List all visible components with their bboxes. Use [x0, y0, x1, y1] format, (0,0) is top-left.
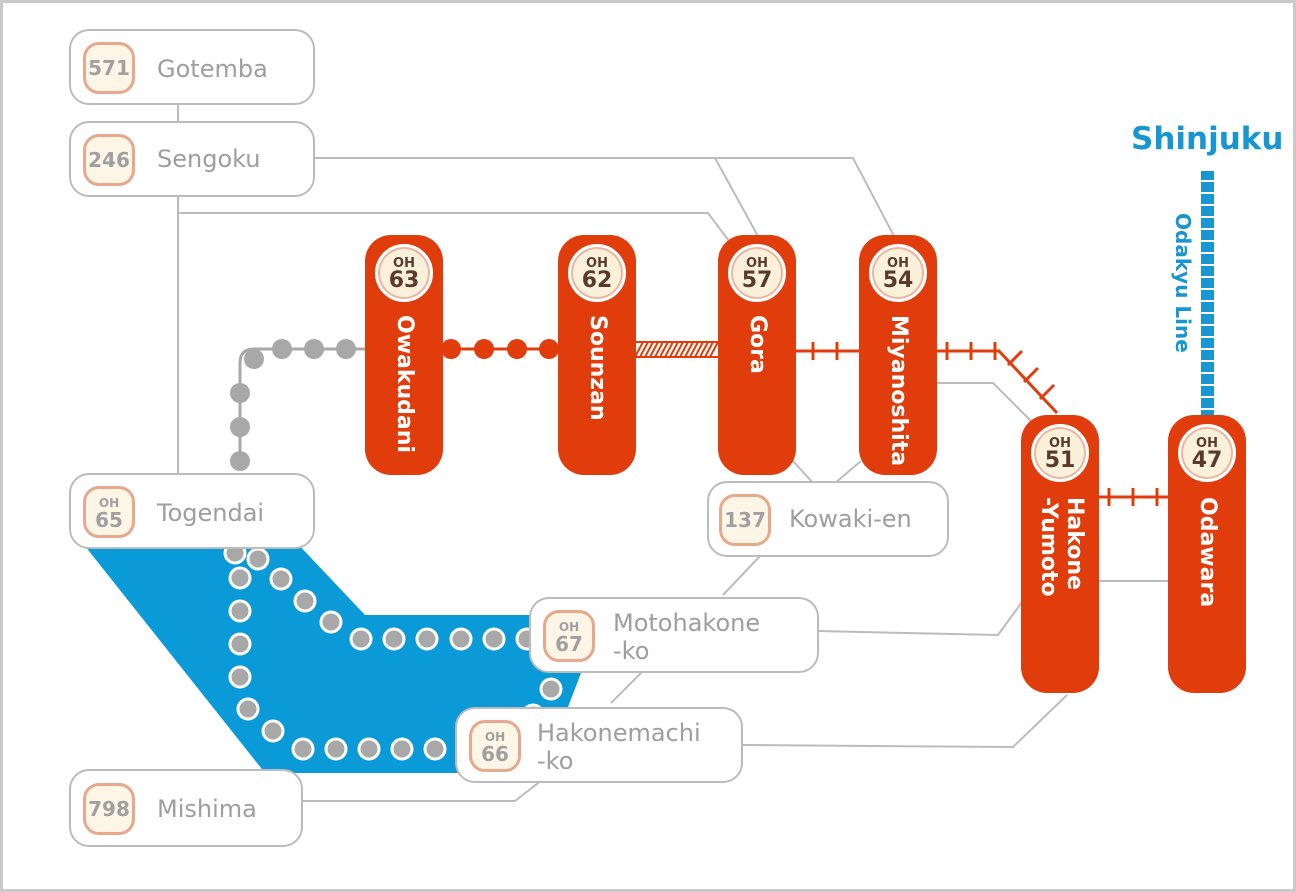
station-odawara[interactable]: OH 47 Odawara [1168, 415, 1246, 693]
station-owakudani[interactable]: OH 63 Owakudani [365, 235, 443, 475]
station-miyanoshita[interactable]: OH 54 Miyanoshita [859, 235, 937, 475]
station-number-badge: OH 57 [728, 244, 786, 302]
stop-number-badge: 798 [83, 783, 135, 835]
station-name: Miyanoshita [886, 315, 911, 467]
ropeway-togendai-owakudani [230, 339, 369, 471]
stop-name: Sengoku [157, 145, 261, 173]
station-number-badge: OH 51 [1031, 424, 1089, 482]
stop-name: Mishima [157, 795, 257, 823]
stop-name: Gotemba [157, 55, 268, 83]
stop-number-badge: 571 [83, 42, 135, 94]
shinjuku-label: Shinjuku [1131, 121, 1284, 157]
bus-stop-motohakone[interactable]: OH 67 Motohakone -ko [529, 597, 819, 673]
station-hakone-yumoto[interactable]: OH 51 Hakone -Yumoto [1021, 415, 1099, 693]
railway-yumoto-odawara [1099, 488, 1171, 506]
bus-stop-kowakien[interactable]: 137 Kowaki-en [707, 481, 949, 557]
station-number-badge: OH 67 [543, 610, 595, 662]
odakyu-line-label: Odakyu Line [1171, 213, 1195, 353]
station-number-badge: OH 62 [568, 244, 626, 302]
odakyu-line [1201, 171, 1214, 417]
station-number-badge: OH 54 [869, 244, 927, 302]
bus-stop-mishima[interactable]: 798 Mishima [69, 769, 303, 847]
station-number-badge: OH 47 [1178, 424, 1236, 482]
ropeway-owakudani-sounzan [441, 339, 559, 359]
bus-stop-hakonemachi[interactable]: OH 66 Hakonemachi -ko [455, 707, 743, 783]
stop-name-line2: -ko [613, 637, 650, 665]
station-number-badge: OH 65 [83, 486, 135, 538]
station-name-line2: -Yumoto [1036, 497, 1061, 597]
station-name: Sounzan [585, 315, 610, 421]
station-number-badge: OH 66 [469, 720, 521, 772]
stop-name-line1: Motohakone [613, 609, 761, 637]
stop-name-line2: -ko [537, 747, 574, 775]
stop-number-badge: 137 [719, 494, 771, 546]
station-sounzan[interactable]: OH 62 Sounzan [558, 235, 636, 475]
stop-name-line1: Hakonemachi [537, 719, 701, 747]
station-name: Odawara [1195, 497, 1220, 608]
station-name: Owakudani [392, 315, 417, 453]
stop-name: Togendai [157, 499, 265, 527]
stop-name: Kowaki-en [789, 505, 912, 533]
stop-number-badge: 246 [83, 134, 135, 186]
station-number-badge: OH 63 [375, 244, 433, 302]
railway-tozan [795, 342, 1059, 415]
bus-stop-sengoku[interactable]: 246 Sengoku [69, 121, 315, 197]
cruise-route-dots [223, 541, 563, 761]
station-name: Gora [745, 315, 770, 374]
station-gora[interactable]: OH 57 Gora [718, 235, 796, 475]
station-name-line1: Hakone [1062, 497, 1087, 590]
cablecar-sounzan-gora [634, 341, 721, 358]
bus-stop-togendai[interactable]: OH 65 Togendai [69, 473, 315, 549]
bus-stop-gotemba[interactable]: 571 Gotemba [69, 29, 315, 105]
